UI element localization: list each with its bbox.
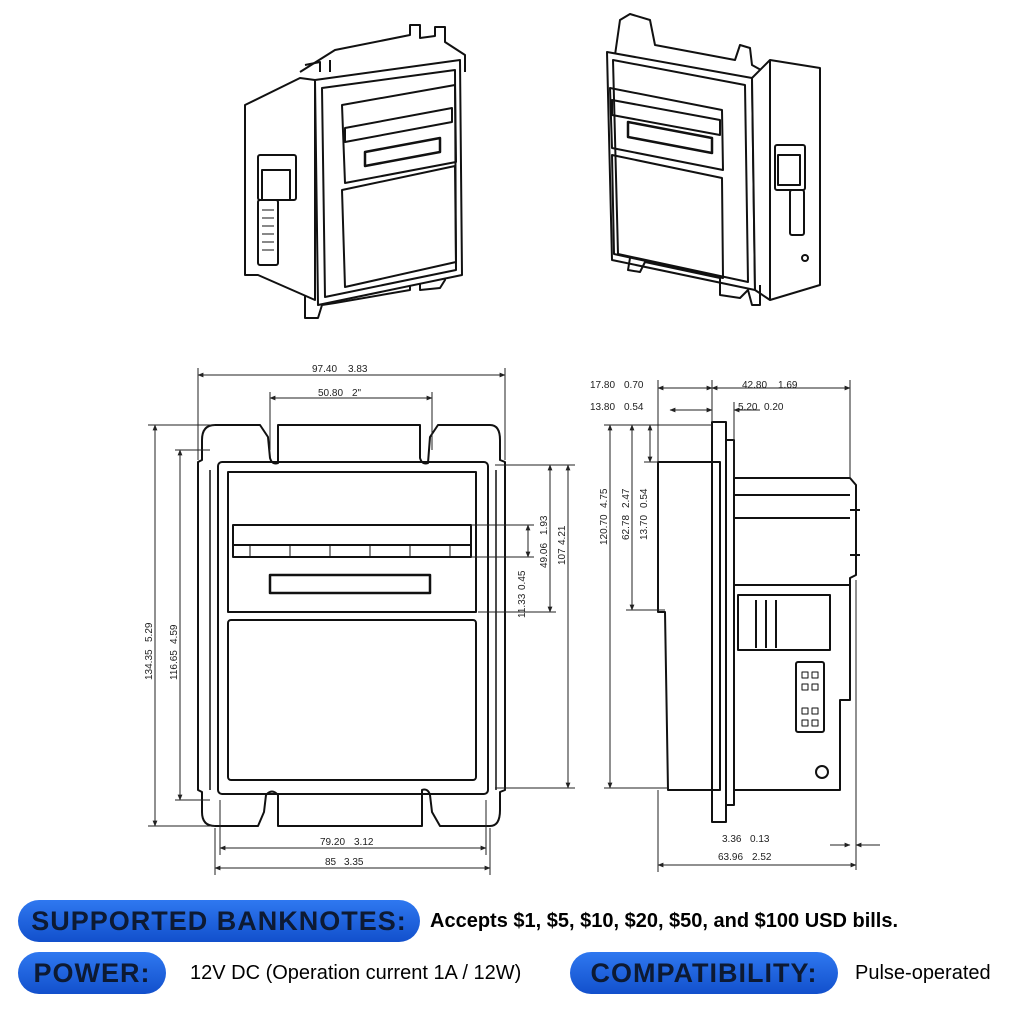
supported-banknotes-value: Accepts $1, $5, $10, $20, $50, and $100 … (430, 910, 899, 932)
technical-drawing: 97.40 3.83 50.80 2" 134.35 5.29 116.65 4… (144, 13, 880, 875)
dim-slot-gap: 11.33 (517, 593, 528, 618)
isometric-view-left (244, 24, 466, 319)
side-view-dimensions (604, 380, 880, 872)
front-view-dimension-labels: 97.40 3.83 50.80 2" 134.35 5.29 116.65 4… (144, 364, 568, 868)
dim-mount-width: 79.20 (320, 837, 345, 848)
dim-flange: 5.20 (738, 402, 758, 413)
dim-side-height-in: 4.75 (599, 488, 610, 508)
dim-slot-top-in: 1.93 (539, 515, 550, 535)
dim-bezel-height-in: 4.21 (557, 525, 568, 545)
dim-total-depth: 63.96 (718, 852, 743, 863)
dim-side-depth: 42.80 (742, 380, 767, 391)
dim-base-width-in: 3.35 (344, 857, 364, 868)
supported-banknotes-label: SUPPORTED BANKNOTES: (18, 900, 420, 942)
dim-inner-height: 116.65 (169, 650, 180, 680)
dim-slot-top: 49.06 (539, 543, 550, 568)
dim-total-depth-in: 2.52 (752, 852, 772, 863)
dim-side-inner: 13.80 (590, 402, 615, 413)
dim-side-depth-in: 1.69 (778, 380, 798, 391)
front-view (197, 424, 506, 827)
dim-side-front: 17.80 (590, 380, 615, 391)
dim-bezel-height: 107 (557, 548, 568, 565)
side-view (657, 421, 860, 823)
side-view-dimension-labels: 17.80 0.70 42.80 1.69 13.80 0.54 5.20 0.… (590, 380, 798, 863)
dim-slot-spacing: 50.80 (318, 388, 343, 399)
dim-mount-width-in: 3.12 (354, 837, 374, 848)
dim-slot-gap-in: 0.45 (517, 570, 528, 590)
dim-inner-height-in: 4.59 (169, 624, 180, 644)
dim-side-inner-in: 0.54 (624, 402, 644, 413)
front-view-dimensions (148, 368, 575, 875)
dim-rear-offset-in: 0.13 (750, 834, 770, 845)
dim-base-width: 85 (325, 857, 337, 868)
dim-slot-spacing-in: 2" (352, 388, 362, 399)
dim-side-mid-in: 2.47 (621, 488, 632, 508)
dim-overall-width-in: 3.83 (348, 364, 368, 375)
dim-overall-height: 134.35 (144, 649, 155, 680)
isometric-view-right (606, 13, 821, 306)
dim-side-slot: 13.70 (639, 515, 650, 540)
dim-side-front-in: 0.70 (624, 380, 644, 391)
power-label: POWER: (18, 952, 166, 994)
dim-flange-in: 0.20 (764, 402, 784, 413)
dim-overall-height-in: 5.29 (144, 622, 155, 642)
dim-rear-offset: 3.36 (722, 834, 742, 845)
compatibility-value: Pulse-operated (855, 962, 991, 984)
dim-overall-width: 97.40 (312, 364, 337, 375)
power-value: 12V DC (Operation current 1A / 12W) (190, 962, 522, 984)
dim-side-slot-in: 0.54 (639, 488, 650, 508)
dim-side-mid: 62.78 (621, 515, 632, 540)
compatibility-label: COMPATIBILITY: (570, 952, 838, 994)
dim-side-height: 120.70 (599, 514, 610, 545)
